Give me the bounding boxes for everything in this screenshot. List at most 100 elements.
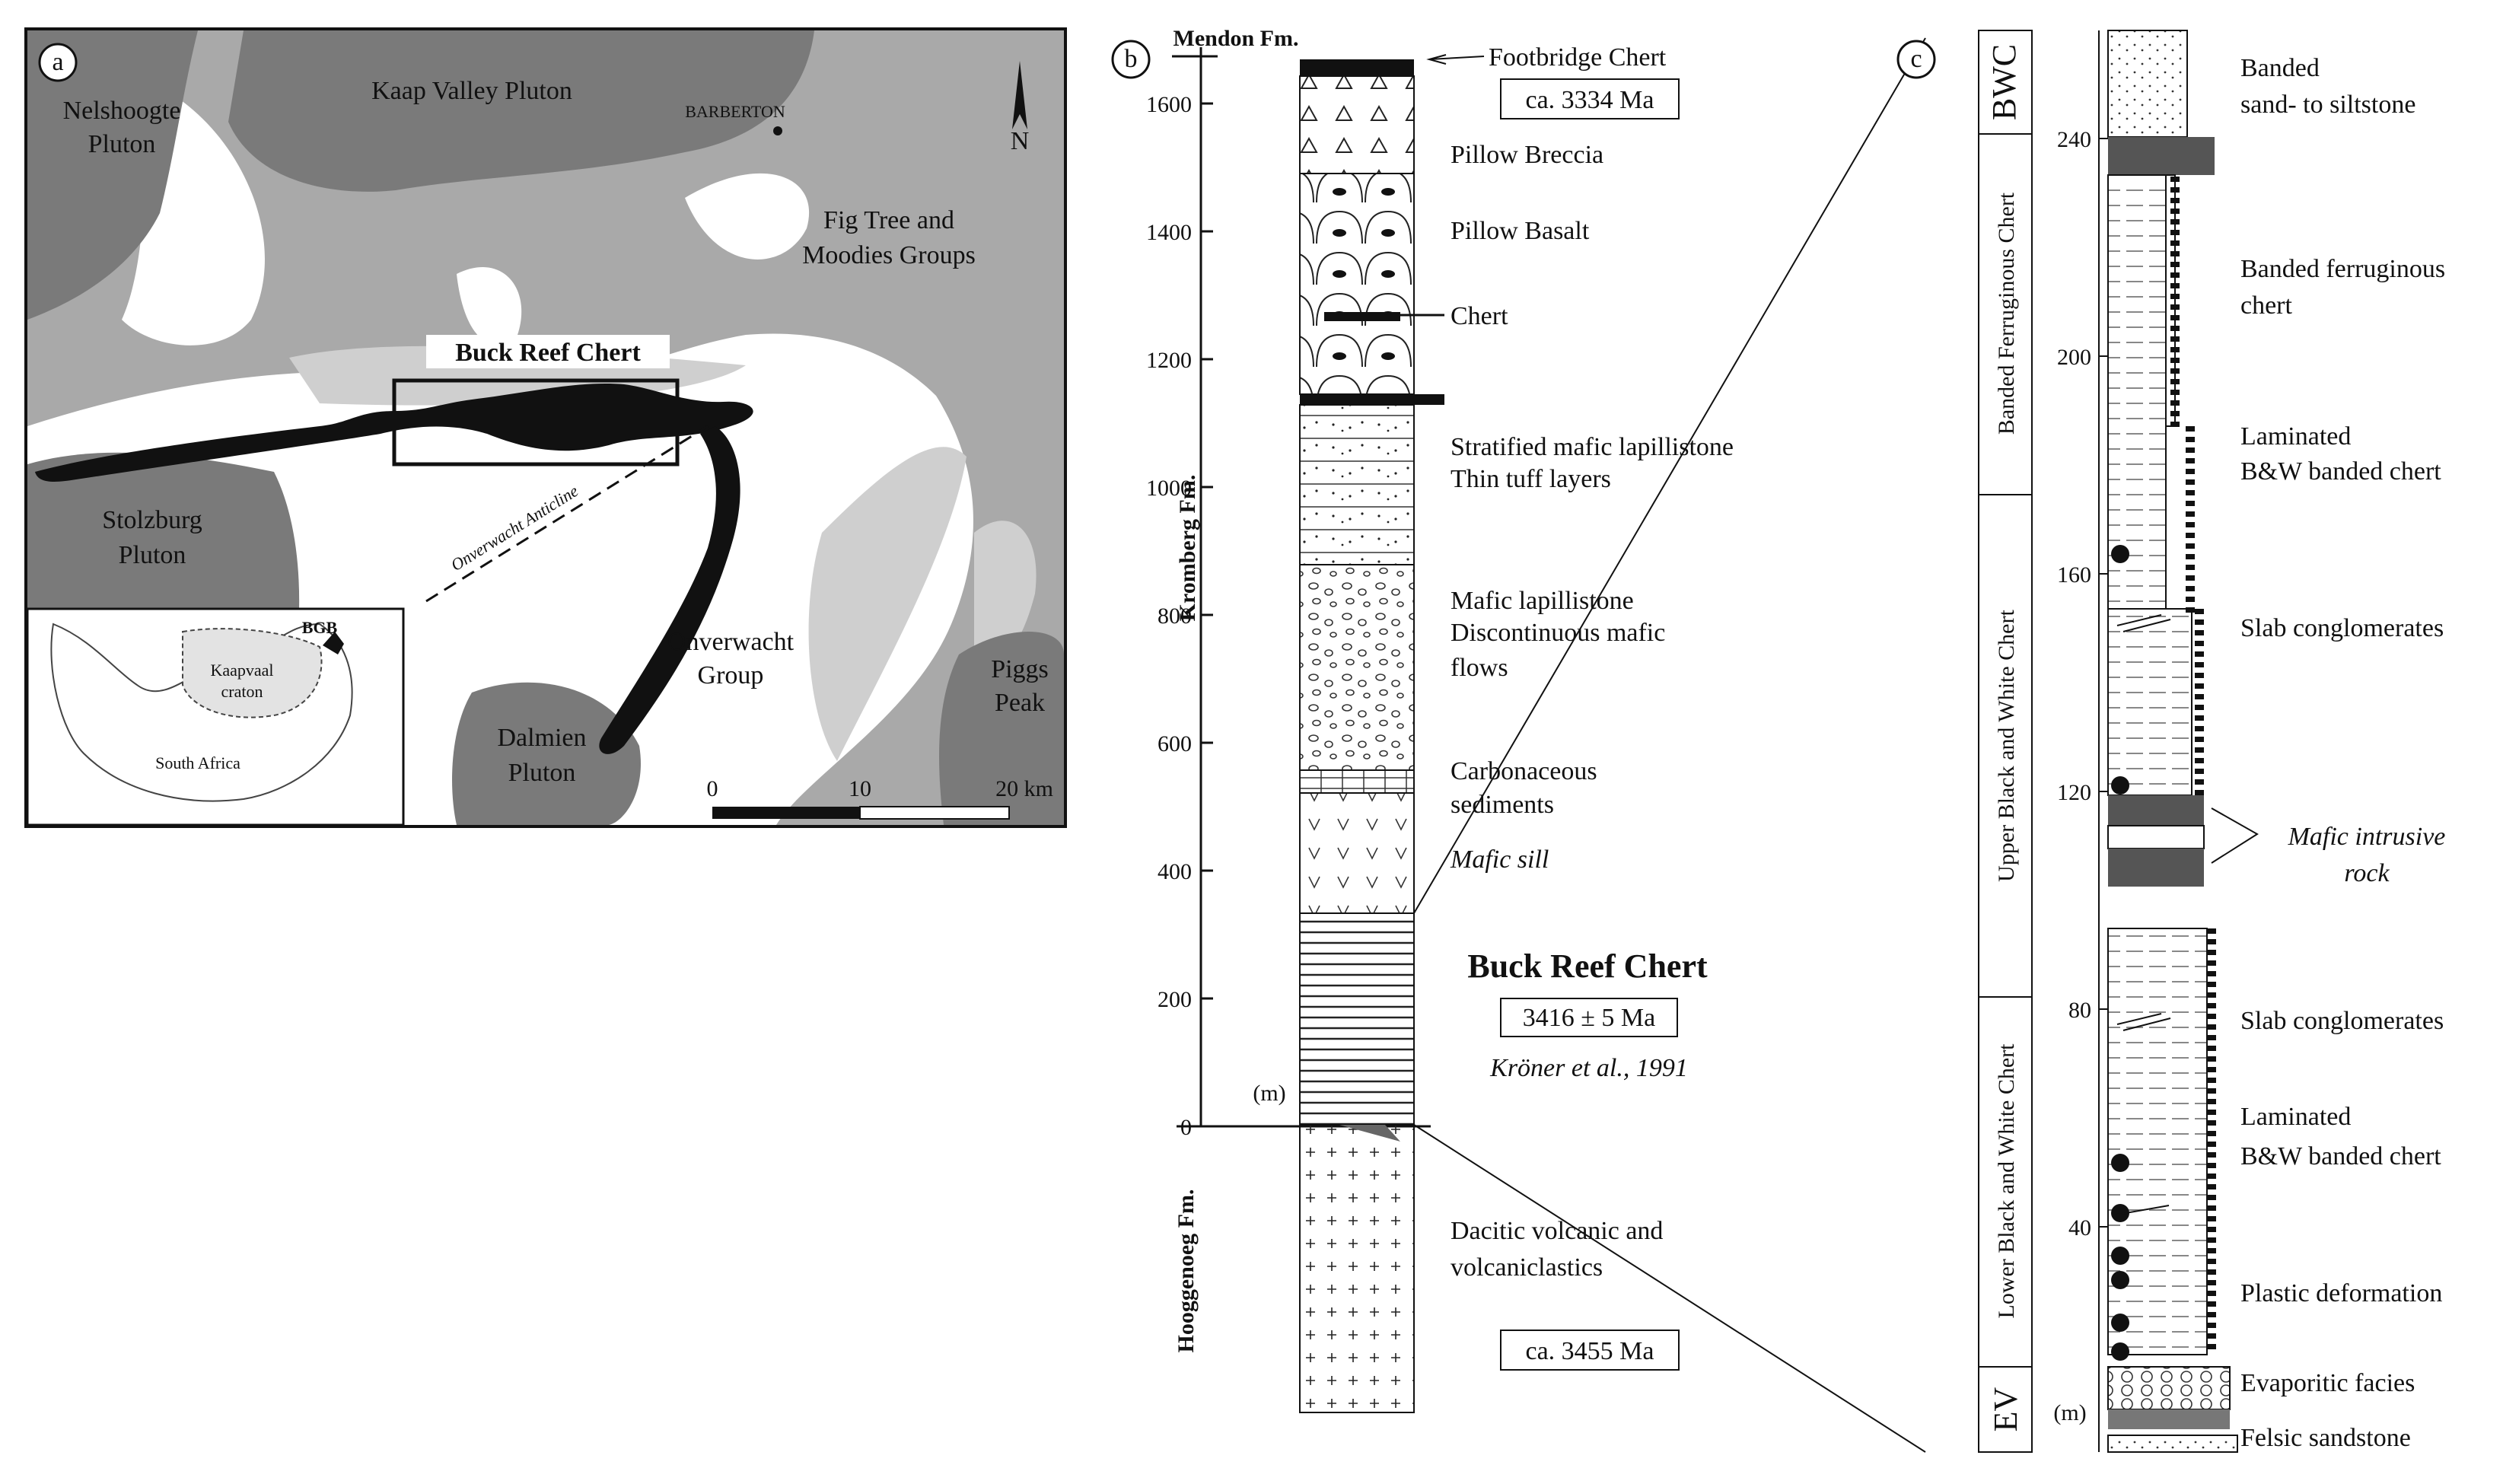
profile-stripe <box>2207 1046 2216 1051</box>
profile-stripe <box>2186 469 2195 474</box>
sample-dot <box>2111 1154 2129 1172</box>
profile-stripe <box>2207 1312 2216 1317</box>
buck-reef-label-bg <box>426 335 670 368</box>
stolzburg-label-2: Pluton <box>119 541 186 569</box>
profile-stripe <box>2170 251 2180 256</box>
footbridge-arrow-icon <box>1426 54 1447 65</box>
profile-stripe <box>2170 209 2180 214</box>
slab-lens-plastic <box>2116 1205 2170 1215</box>
axis-c-unit: (m) <box>2053 1400 2086 1425</box>
hooggenoeg-label: Hooggenoeg Fm. <box>1173 1189 1199 1353</box>
profile-stripe <box>2186 458 2195 463</box>
footbridge-label: Footbridge Chert <box>1489 43 1667 72</box>
profile-stripe <box>2170 379 2180 384</box>
buck-reef-chert-belt-south <box>599 426 740 754</box>
profile-stripe <box>2195 758 2204 763</box>
pillow-basalt-unit <box>1299 173 1415 395</box>
kromberg-label: Kromberg Fm. <box>1175 475 1200 622</box>
study-area-box <box>392 378 680 467</box>
profile-stripe <box>2207 1184 2216 1189</box>
profile-stripe <box>2195 662 2204 667</box>
profile-stripe <box>2195 694 2204 699</box>
profile-stripe <box>2207 1099 2216 1104</box>
buck-reef-chert-belt <box>35 384 753 482</box>
profile-stripe <box>2195 715 2204 721</box>
panel-a-circle <box>38 43 78 82</box>
expansion-line-top <box>1413 37 1926 914</box>
profile-stripe <box>2170 400 2180 406</box>
mafic-lapilli-label-1: Mafic lapillistone <box>1451 587 1634 615</box>
carbonaceous-label-2: sediments <box>1451 791 1554 819</box>
footbridge-age-box <box>1500 78 1680 119</box>
banded-ferruginous-label-2: chert <box>2240 291 2293 320</box>
axis-b-tick-label: 600 <box>1158 731 1192 756</box>
profile-stripe <box>2186 543 2195 549</box>
sample-dots <box>2111 545 2129 1361</box>
felsic-sandstone-unit <box>2107 1435 2238 1453</box>
sample-dot <box>2111 1342 2129 1361</box>
buck-reef-age-box <box>1500 998 1678 1037</box>
scale-tick-10: 10 <box>849 776 871 801</box>
profile-stripe <box>2207 1078 2216 1083</box>
profile-stripe <box>2186 533 2195 538</box>
mafic-intrusive-bracket <box>2211 807 2259 864</box>
profile-stripe <box>2207 939 2216 944</box>
profile-stripe <box>2195 651 2204 657</box>
profile-stripe <box>2170 422 2180 427</box>
dacitic-age: ca. 3455 Ma <box>1525 1337 1654 1365</box>
buck-reef-map-label: Buck Reef Chert <box>455 339 641 367</box>
axis-c-tick-label: 80 <box>2068 998 2091 1023</box>
profile-stripe <box>2186 511 2195 517</box>
profile-stripe <box>2207 1237 2216 1243</box>
piggs-peak-label-1: Piggs <box>991 655 1049 683</box>
inset-country-label: South Africa <box>155 753 240 772</box>
basal-wedge <box>1339 1125 1400 1142</box>
mafic-intrusive-gap <box>2107 825 2205 849</box>
profile-stripe <box>2195 705 2204 710</box>
weathering-profile <box>2170 177 2216 1349</box>
profile-stripe <box>2170 336 2180 342</box>
profile-stripe <box>2195 769 2204 774</box>
profile-stripe <box>2207 1248 2216 1253</box>
profile-stripe <box>2186 522 2195 527</box>
profile-stripe <box>2195 779 2204 785</box>
profile-stripe <box>2195 683 2204 689</box>
profile-stripe <box>2207 1110 2216 1115</box>
scale-tick-0: 0 <box>707 776 718 801</box>
mafic-intrusive-label-1: Mafic intrusive <box>2288 823 2446 851</box>
profile-stripe <box>2207 1205 2216 1211</box>
profile-stripe <box>2207 971 2216 976</box>
profile-stripe <box>2170 358 2180 363</box>
piggs-peak-pluton <box>939 632 1064 825</box>
profile-stripe <box>2207 950 2216 955</box>
profile-stripe <box>2186 565 2195 570</box>
banded-ferruginous-unit <box>2107 174 2167 610</box>
light-gray-lens-3 <box>974 521 1037 667</box>
onverwacht-patch-2 <box>685 173 810 260</box>
mafic-intrusive-label-2: rock <box>2344 859 2390 887</box>
unit-upper-bw: Upper Black and White Chert <box>1994 610 2019 882</box>
scale-bar-white <box>859 806 1010 820</box>
profile-stripe <box>2195 641 2204 646</box>
mafic-intrusive-2 <box>2108 849 2204 887</box>
axis-b-tick-label: 1200 <box>1146 348 1192 373</box>
onverwacht-anticline-line <box>425 425 709 603</box>
dark-band-top <box>2108 137 2215 175</box>
profile-stripe <box>2207 1216 2216 1221</box>
axis-c-tick-label: 240 <box>2057 127 2091 152</box>
north-arrow-icon <box>1012 61 1027 129</box>
dalmien-label-1: Dalmien <box>497 724 586 752</box>
profile-stripe <box>2186 554 2195 559</box>
profile-stripe <box>2207 1014 2216 1019</box>
chert-label: Chert <box>1451 302 1508 330</box>
laminated-lower-label-1: Laminated <box>2240 1103 2351 1131</box>
inset-bgb-label: BGB <box>302 618 338 637</box>
profile-stripe <box>2207 1120 2216 1126</box>
sample-dot <box>2111 1204 2129 1222</box>
mafic-sill-unit <box>1299 792 1415 914</box>
south-africa-outline <box>50 623 353 802</box>
profile-stripe <box>2207 1174 2216 1179</box>
kaap-valley-pluton <box>228 30 814 192</box>
